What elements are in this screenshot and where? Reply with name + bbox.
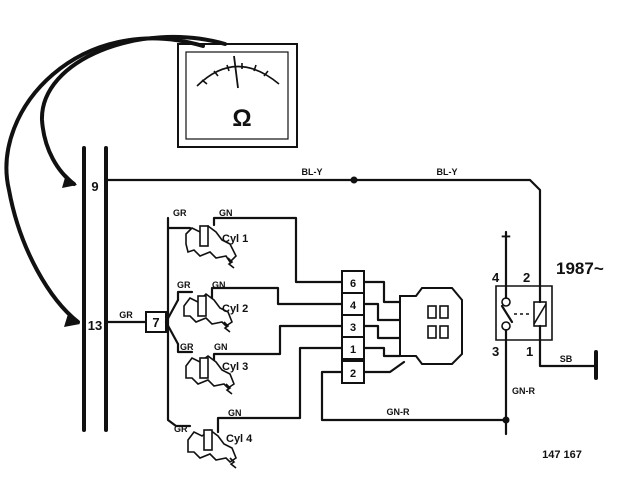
test-lead-13 bbox=[4, 36, 205, 324]
cyl4-gr-label: GR bbox=[174, 424, 188, 434]
wire-label-gn-r-bottom: GN-R bbox=[387, 407, 410, 417]
plug-slot-4 bbox=[439, 325, 449, 339]
lead-9-arrowhead bbox=[62, 174, 77, 188]
cyl4-gn-label: GN bbox=[228, 408, 242, 418]
cyl2-coil-icon bbox=[197, 295, 207, 317]
plug-slot-2 bbox=[439, 305, 449, 319]
gn-cyl3-pin3 bbox=[212, 324, 344, 362]
cyl3-gn-label: GN bbox=[214, 342, 228, 352]
cyl3-coil-icon bbox=[199, 357, 209, 379]
relay-coil-diagonal bbox=[533, 303, 547, 325]
cyl2-gr-label: GR bbox=[177, 280, 191, 290]
multi-pin-plug bbox=[399, 287, 463, 365]
pin-2-label: 2 bbox=[350, 368, 356, 380]
terminal-9-label: 9 bbox=[91, 179, 98, 194]
meter-needle bbox=[233, 55, 239, 89]
relay-pin-4-label: 4 bbox=[492, 270, 500, 285]
cylinder-4: GR GN Cyl 4 bbox=[174, 408, 253, 469]
wire-pin6-plug bbox=[362, 280, 402, 304]
wire-pin4-plug bbox=[362, 302, 402, 322]
cyl3-label: Cyl 3 bbox=[222, 361, 248, 373]
cyl2-label: Cyl 2 bbox=[222, 303, 248, 315]
pin-3-label: 3 bbox=[350, 322, 356, 334]
wire-label-bl-y-right: BL-Y bbox=[437, 167, 458, 177]
pin-6-label: 6 bbox=[350, 278, 356, 290]
test-lead-9 bbox=[39, 35, 227, 186]
cyl1-gn-label: GN bbox=[219, 208, 233, 218]
wire-pin3-plug bbox=[362, 324, 402, 340]
pin-1-label: 1 bbox=[350, 344, 356, 356]
cyl4-coil-icon bbox=[203, 429, 213, 451]
cyl2-gn-label: GN bbox=[212, 280, 226, 290]
gr-to-cyl3 bbox=[176, 342, 194, 354]
relay-pin-1-label: 1 bbox=[526, 344, 533, 359]
relay-switch-blade bbox=[500, 304, 514, 324]
terminal-13-label: 13 bbox=[88, 318, 102, 333]
cylinder-3: GR GN Cyl 3 bbox=[180, 342, 248, 395]
figure-number: 147 167 bbox=[542, 449, 582, 461]
plug-slot-1 bbox=[427, 305, 437, 319]
ohmmeter: Ω bbox=[177, 43, 298, 148]
gn-cyl1-pin6 bbox=[212, 216, 344, 284]
wire-label-sb: SB bbox=[560, 354, 573, 364]
cyl4-spark-icon bbox=[229, 457, 237, 469]
gr-to-cyl2 bbox=[176, 290, 194, 302]
gn-cyl4-pin1 bbox=[216, 346, 344, 434]
connector-pin-strip: 6 4 3 1 2 bbox=[341, 270, 365, 384]
cyl2-spark-icon bbox=[223, 321, 231, 333]
cylinder-1: GR GN Cyl 1 bbox=[173, 208, 248, 269]
cylinder-2: GR GN Cyl 2 bbox=[177, 280, 248, 333]
ohm-symbol: Ω bbox=[232, 105, 251, 132]
cyl1-coil-icon bbox=[199, 225, 209, 247]
wire-pin2-plug bbox=[362, 360, 406, 374]
cyl1-gr-label: GR bbox=[173, 208, 187, 218]
cyl4-label: Cyl 4 bbox=[226, 433, 253, 445]
connector-7-label: 7 bbox=[152, 315, 159, 330]
cyl1-spark-icon bbox=[227, 257, 235, 269]
relay: + 4 2 3 1 1987~ GN-R bbox=[492, 227, 604, 396]
relay-plus-label: + bbox=[501, 227, 511, 246]
wire-label-bl-y-left: BL-Y bbox=[302, 167, 323, 177]
plug-slot-3 bbox=[427, 325, 437, 339]
gr-bus-vertical bbox=[166, 216, 192, 428]
junction-dot-bl-y bbox=[350, 176, 358, 184]
relay-pin-3-label: 3 bbox=[492, 344, 499, 359]
wire-gn-r bbox=[320, 338, 508, 422]
cyl1-label: Cyl 1 bbox=[222, 233, 248, 245]
relay-pin-2-label: 2 bbox=[523, 270, 530, 285]
lead-13-arrowhead bbox=[64, 314, 80, 327]
cyl3-gr-label: GR bbox=[180, 342, 194, 352]
wire-label-gn-r-relay: GN-R bbox=[512, 386, 535, 396]
wire-bl-y bbox=[104, 178, 542, 288]
relay-year-label: 1987~ bbox=[556, 259, 604, 278]
gn-cyl2-pin4 bbox=[210, 286, 344, 306]
relay-body bbox=[495, 285, 553, 341]
wire-sb bbox=[538, 338, 596, 368]
wire-pin1-plug bbox=[362, 346, 402, 358]
meter-scale-ticks bbox=[201, 63, 269, 85]
relay-contact-upper bbox=[501, 297, 511, 307]
meter-scale-arc bbox=[196, 65, 280, 87]
wire-label-gr-13: GR bbox=[119, 310, 133, 320]
pin-4-label: 4 bbox=[350, 300, 357, 312]
cyl3-spark-icon bbox=[225, 383, 233, 395]
